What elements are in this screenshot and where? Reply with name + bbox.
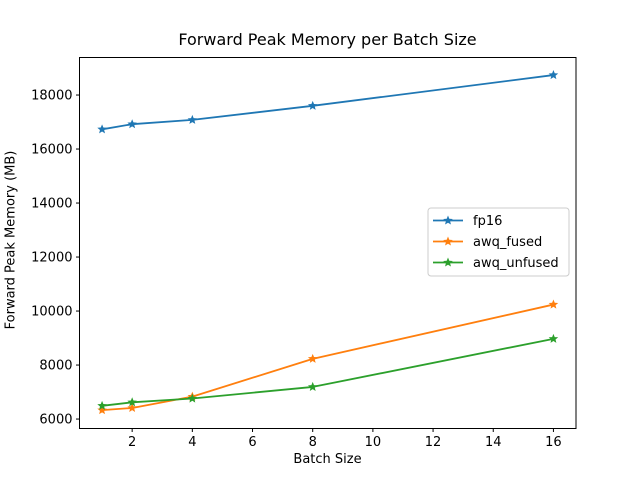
x-tick-label: 12	[425, 435, 442, 450]
x-tick-label: 2	[128, 435, 136, 450]
series-marker-awq_fused	[307, 353, 318, 363]
y-tick-label: 12000	[31, 251, 72, 266]
series-line-awq_fused	[101, 303, 555, 412]
series-marker-awq_unfused	[97, 400, 107, 410]
series-line-fp16	[101, 74, 555, 131]
x-tick-label: 16	[545, 435, 562, 450]
y-tick-label: 14000	[31, 197, 72, 212]
y-tick-label: 16000	[31, 143, 72, 158]
x-axis-label: Batch Size	[293, 452, 362, 467]
plot-border	[79, 57, 577, 429]
series-marker-fp16	[307, 100, 318, 110]
legend-marker-fp16	[443, 215, 453, 225]
legend-marker-awq_unfused	[443, 257, 453, 267]
x-tick-label: 4	[188, 435, 196, 450]
legend-label-fp16: fp16	[473, 214, 502, 229]
legend-label-awq_unfused: awq_unfused	[473, 256, 559, 271]
series-marker-awq_unfused	[548, 333, 559, 343]
series-marker-fp16	[187, 114, 198, 124]
legend-box	[427, 207, 570, 277]
y-tick-label: 18000	[31, 89, 72, 104]
y-tick-label: 6000	[39, 413, 72, 428]
series-marker-fp16	[548, 70, 559, 80]
series-marker-fp16	[127, 119, 137, 129]
x-tick-label: 14	[485, 435, 502, 450]
chart-title: Forward Peak Memory per Batch Size	[178, 30, 477, 49]
y-tick-label: 10000	[31, 305, 72, 320]
legend-label-awq_fused: awq_fused	[473, 235, 542, 250]
series-marker-awq_fused	[97, 405, 107, 415]
series-marker-awq_unfused	[127, 397, 137, 407]
series-marker-awq_fused	[127, 402, 137, 413]
series-marker-awq_unfused	[307, 381, 318, 391]
series-marker-fp16	[97, 124, 107, 134]
series-marker-awq_unfused	[187, 393, 198, 403]
x-tick-label: 10	[365, 435, 382, 450]
series-marker-awq_fused	[548, 299, 559, 309]
x-tick-label: 8	[309, 435, 317, 450]
legend-marker-awq_fused	[443, 236, 453, 246]
y-tick-label: 8000	[39, 359, 72, 374]
series-line-awq_unfused	[101, 337, 555, 407]
x-tick-label: 6	[248, 435, 256, 450]
y-axis-label: Forward Peak Memory (MB)	[3, 150, 19, 330]
